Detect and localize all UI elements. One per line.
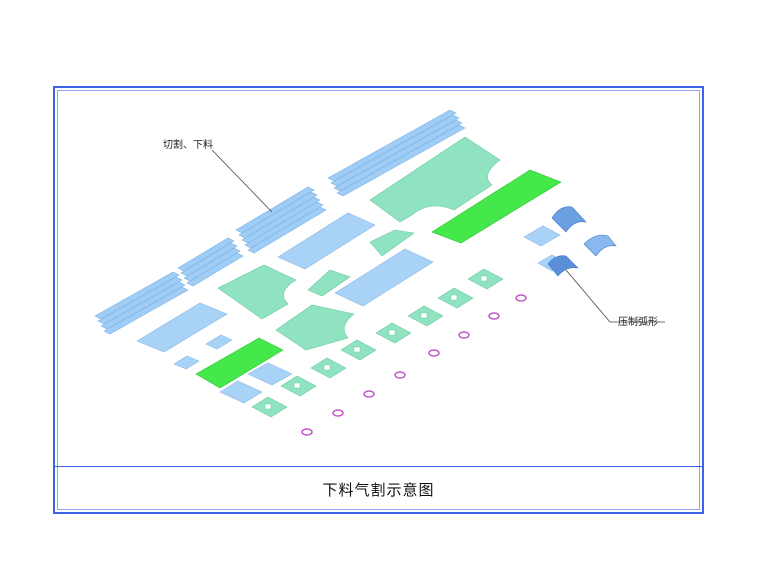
pressing-leader-line (565, 269, 665, 323)
strip-bundle-top-right (327, 109, 466, 197)
pressing-label: 压制弧形 (618, 315, 658, 328)
caption-divider (55, 466, 702, 467)
strip-bundle-left (94, 271, 189, 335)
figure-caption: 下料气割示意图 (322, 481, 435, 499)
green-plates (195, 169, 562, 389)
small-rings (301, 294, 527, 436)
arc-parts (547, 206, 617, 277)
cutting-leader-line (211, 149, 273, 213)
strip-bundle-middle (235, 186, 327, 254)
strip-bundle-small (177, 237, 244, 287)
cutting-label: 切割、下料 (163, 138, 213, 151)
mint-plates (217, 136, 501, 351)
figure-inner-border (57, 90, 700, 510)
blue-plates (136, 212, 567, 404)
plate-holes (264, 275, 488, 410)
